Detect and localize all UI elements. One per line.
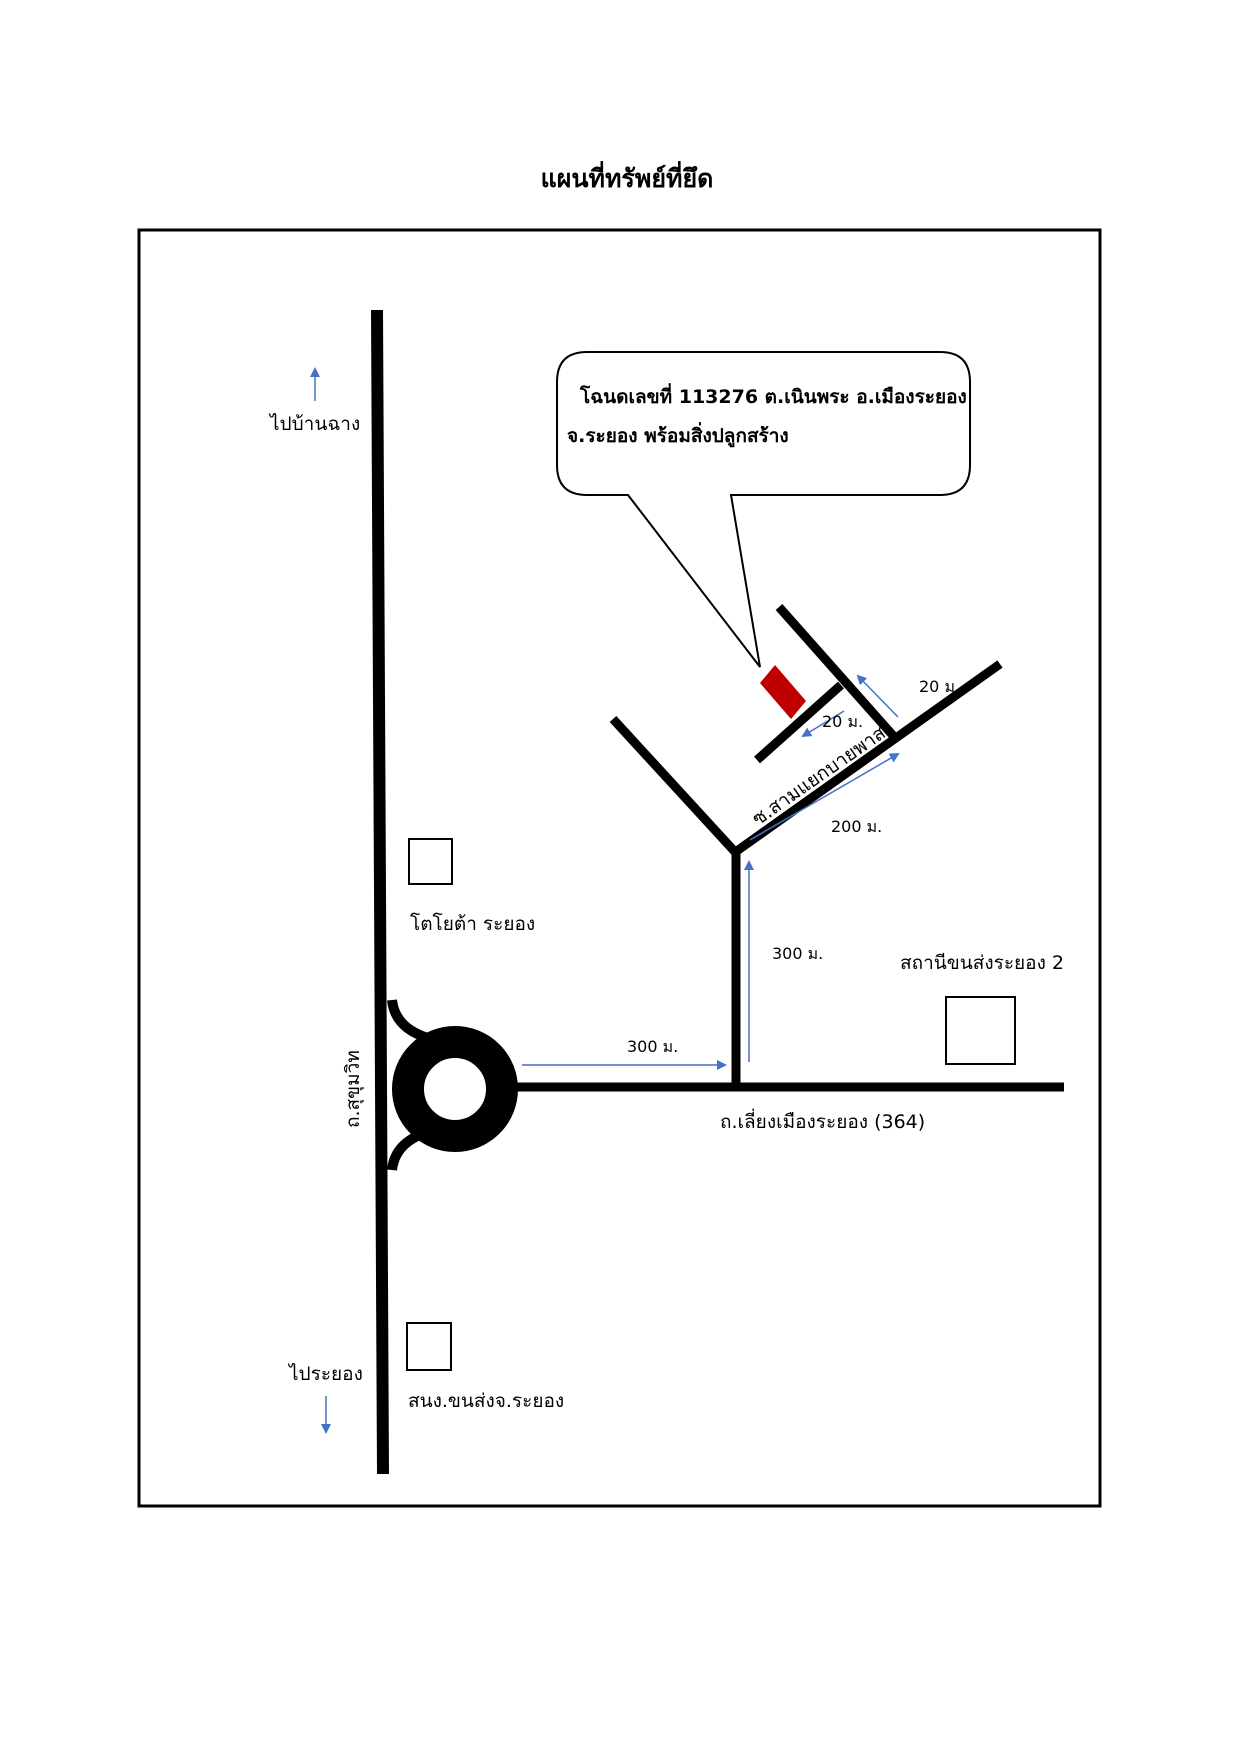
- arrow-soi-200: [749, 752, 900, 841]
- access-lane: [775, 604, 901, 743]
- transport-office-label: สนง.ขนส่งจ.ระยอง: [408, 1390, 564, 1412]
- sukhumvit-road: [371, 309, 389, 1475]
- distance-soi-200: 200 ม.: [831, 817, 882, 836]
- toyota-building: [408, 838, 453, 885]
- branch-road-left-arm: [609, 715, 740, 857]
- bus-station-label: สถานีขนส่งระยอง 2: [900, 952, 1064, 974]
- direction-south-label: ไประยอง: [287, 1363, 363, 1385]
- arrow-plot-20: [801, 710, 845, 738]
- callout-line-1: โฉนดเลขที่ 113276 ต.เนินพระ อ.เมืองระยอง: [579, 383, 967, 408]
- toyota-label: โตโยต้า ระยอง: [410, 912, 535, 935]
- bypass-road-label: ถ.เลี่ยงเมืองระยอง (364): [720, 1108, 925, 1133]
- distance-plot-20: 20 ม.: [822, 712, 863, 731]
- soi-road-label: ซ.สามแยกบายพาส: [748, 722, 890, 830]
- bus-station-building: [945, 996, 1016, 1065]
- transport-office-building: [406, 1322, 452, 1371]
- distance-soi-20: 20 ม.: [919, 677, 960, 696]
- page-title: แผนที่ทรัพย์ที่ยึด: [541, 161, 714, 193]
- roundabout-connector-top: [387, 999, 430, 1043]
- soi-road: [731, 660, 1003, 857]
- callout-bubble: [556, 351, 971, 668]
- distance-bypass-300: 300 ม.: [627, 1037, 678, 1056]
- callout-line-2: จ.ระยอง พร้อมสิ่งปลูกสร้าง: [567, 422, 789, 448]
- arrow-soi-20: [856, 674, 899, 718]
- sukhumvit-label: ถ.สุขุมวิท: [342, 1050, 365, 1128]
- distance-branch-300: 300 ม.: [772, 944, 823, 963]
- direction-north-label: ไปบ้านฉาง: [268, 413, 360, 435]
- plot-lane: [754, 681, 844, 764]
- map-frame: [137, 228, 1102, 1508]
- roundabout: [392, 1026, 518, 1152]
- property-marker: [760, 665, 806, 719]
